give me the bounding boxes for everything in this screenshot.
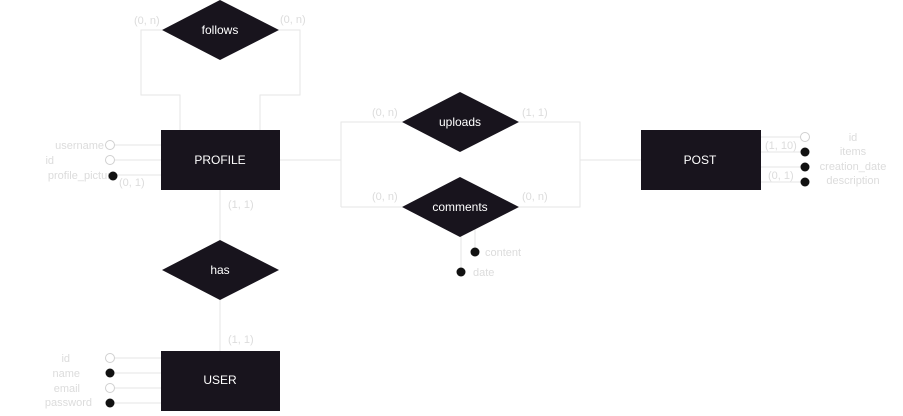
relationship-has[interactable]: has [162, 240, 279, 300]
profile-attr-profile-picture: profile_picture [48, 170, 117, 182]
post-attr-id: id [849, 132, 858, 144]
uploads-card-post: (1, 1) [522, 107, 548, 119]
follows-link-right [259, 29, 301, 130]
uploads-diamond[interactable] [402, 92, 519, 152]
post-box[interactable] [641, 130, 761, 190]
uploads-link-left [340, 121, 402, 207]
comments-card-profile: (0, n) [372, 191, 398, 203]
entity-profile[interactable]: PROFILE [161, 130, 280, 190]
comments-attr-date: date [473, 267, 494, 279]
optional-attribute-marker [105, 155, 115, 165]
follows-link-left [140, 29, 181, 130]
follows-card-left: (0, n) [134, 15, 160, 27]
profile-picture-card: (0, 1) [119, 177, 145, 189]
profile-attr-username: username [55, 140, 104, 152]
required-attribute-marker [105, 398, 115, 408]
post-attr-creation-date: creation_date [820, 161, 887, 173]
entity-user[interactable]: USER [161, 351, 280, 411]
optional-attribute-marker [105, 140, 115, 150]
profile-label: PROFILE [194, 153, 245, 167]
required-attribute-marker [105, 368, 115, 378]
user-box[interactable] [161, 351, 280, 411]
follows-card-right: (0, n) [280, 14, 306, 26]
has-card-user: (1, 1) [228, 334, 254, 346]
post-attributes: id items (1, 10) creation_date descripti… [765, 132, 886, 187]
user-attributes: id name email password [45, 353, 115, 409]
follows-diamond[interactable] [162, 0, 279, 60]
uploads-link-right [519, 121, 581, 208]
post-label: POST [684, 153, 717, 167]
uploads-label: uploads [439, 115, 481, 129]
comments-diamond[interactable] [402, 177, 519, 237]
required-attribute-marker [470, 247, 480, 257]
description-card: (0, 1) [768, 170, 794, 182]
profile-attr-id: id [45, 155, 54, 167]
items-card: (1, 10) [765, 140, 797, 152]
required-attribute-marker [800, 162, 810, 172]
relationship-comments[interactable]: comments [402, 177, 519, 237]
profile-attributes: username id profile_picture (0, 1) [45, 140, 145, 189]
optional-attribute-marker [800, 132, 810, 142]
optional-attribute-marker [105, 353, 115, 363]
comments-card-post: (0, n) [522, 191, 548, 203]
required-attribute-marker [800, 147, 810, 157]
user-attr-email: email [54, 383, 80, 395]
comments-attributes: content date [456, 247, 521, 279]
has-label: has [210, 263, 229, 277]
has-diamond[interactable] [162, 240, 279, 300]
required-attribute-marker [800, 177, 810, 187]
connector-lines [110, 29, 805, 404]
post-attr-items: items [840, 146, 867, 158]
profile-box[interactable] [161, 130, 280, 190]
entity-post[interactable]: POST [641, 130, 761, 190]
required-attribute-marker [108, 171, 118, 181]
uploads-card-profile: (0, n) [372, 107, 398, 119]
user-attr-id: id [61, 353, 70, 365]
relationship-uploads[interactable]: uploads [402, 92, 519, 152]
user-attr-name: name [52, 368, 80, 380]
relationship-follows[interactable]: follows [162, 0, 279, 60]
comments-label: comments [432, 200, 487, 214]
optional-attribute-marker [105, 383, 115, 393]
required-attribute-marker [456, 267, 466, 277]
comments-attr-content: content [485, 247, 521, 259]
user-attr-password: password [45, 397, 92, 409]
follows-label: follows [202, 23, 239, 37]
user-label: USER [203, 373, 237, 387]
post-attr-description: description [826, 175, 879, 187]
has-card-profile: (1, 1) [228, 199, 254, 211]
